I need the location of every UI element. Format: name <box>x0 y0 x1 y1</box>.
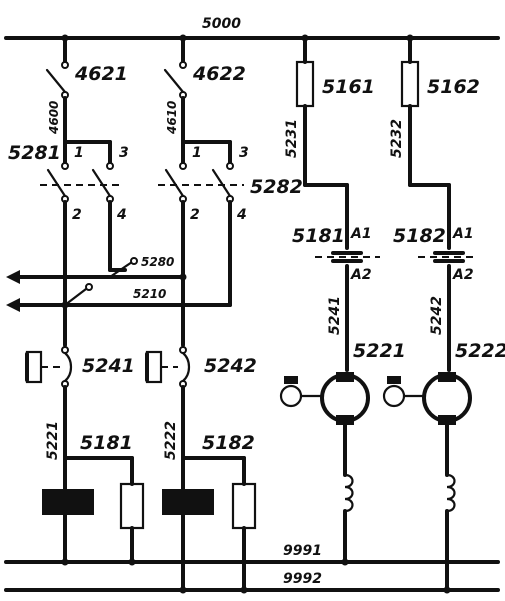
terminal-1-label: 1 <box>192 145 202 161</box>
coil-5222-block <box>162 489 214 515</box>
bus-9992-label: 9992 <box>283 571 322 587</box>
fuse-5161-symbol <box>295 60 315 108</box>
motor-5221-label: 5221 <box>353 340 406 362</box>
motor-branch-left <box>279 34 380 566</box>
right-control-branch <box>145 34 257 594</box>
contact-a1-label: A1 <box>452 226 474 242</box>
relay-5242-symbol <box>145 350 163 384</box>
coil-branch-5182-label: 5182 <box>202 432 255 454</box>
coil-wire-5221-label: 5221 <box>45 421 61 460</box>
switch-blade <box>211 168 232 198</box>
fuse-5161-label: 5161 <box>322 76 375 98</box>
switch-blade <box>91 168 112 198</box>
terminal-3-label: 3 <box>119 145 129 161</box>
control-line-5210-label: 5210 <box>133 287 166 301</box>
relay-5241-symbol <box>25 350 43 384</box>
field-winding-icon <box>445 473 456 513</box>
breaker-4622-label: 4622 <box>192 63 246 85</box>
wire-4600-label: 4600 <box>47 101 61 135</box>
terminal-3-label: 3 <box>239 145 249 161</box>
breaker-terminal <box>61 61 69 69</box>
relay-5241-label: 5241 <box>82 355 135 377</box>
relay-5242-label: 5242 <box>204 355 257 377</box>
switch-blade <box>46 168 67 198</box>
motor-wire-5242-label: 5242 <box>429 296 445 335</box>
control-line-5280-label: 5280 <box>141 255 174 269</box>
contact-a2-label: A2 <box>452 267 474 283</box>
contact-a1-label: A1 <box>350 226 372 242</box>
bus-9991-label: 9991 <box>283 543 322 559</box>
motor-branch-right <box>382 34 478 594</box>
switch-5282-label: 5282 <box>250 176 303 198</box>
motor-5222-label: 5222 <box>455 340 505 362</box>
fuse-5162-symbol <box>400 60 420 108</box>
wire-5231-label: 5231 <box>284 119 300 158</box>
breaker-4621-label: 4621 <box>74 63 128 85</box>
arrow-left-icon <box>6 298 20 312</box>
contact-a2-label: A2 <box>350 267 372 283</box>
terminal-2-label: 2 <box>72 207 82 223</box>
bus-5000-label: 5000 <box>202 16 241 32</box>
breaker-4622-blade <box>163 68 185 94</box>
terminal-1-label: 1 <box>74 145 84 161</box>
coil-5221-block <box>42 489 94 515</box>
switch-5281-label: 5281 <box>8 142 61 164</box>
terminal-2-label: 2 <box>190 207 200 223</box>
motor-contact-5182-label: 5182 <box>393 225 446 247</box>
control-lines <box>6 257 232 312</box>
motor-wire-5241-label: 5241 <box>327 296 343 335</box>
indicator-lamp-left <box>119 482 145 530</box>
brake-lamp-icon <box>279 384 303 408</box>
breaker-4621-blade <box>45 68 67 94</box>
terminal-4-label: 4 <box>236 207 247 223</box>
switch-blade <box>164 168 185 198</box>
left-control-branch <box>25 34 145 566</box>
wire-5232-label: 5232 <box>389 119 405 158</box>
fuse-5162-label: 5162 <box>427 76 480 98</box>
motor-contact-5181-label: 5181 <box>292 225 345 247</box>
wire-4610-label: 4610 <box>165 101 179 135</box>
field-winding-icon <box>343 473 354 513</box>
brake-lamp-icon <box>382 384 406 408</box>
arrow-left-icon <box>6 270 20 284</box>
coil-branch-5181-label: 5181 <box>80 432 133 454</box>
indicator-lamp-right <box>231 482 257 530</box>
coil-wire-5222-label: 5222 <box>163 421 179 460</box>
terminal-4-label: 4 <box>116 207 127 223</box>
